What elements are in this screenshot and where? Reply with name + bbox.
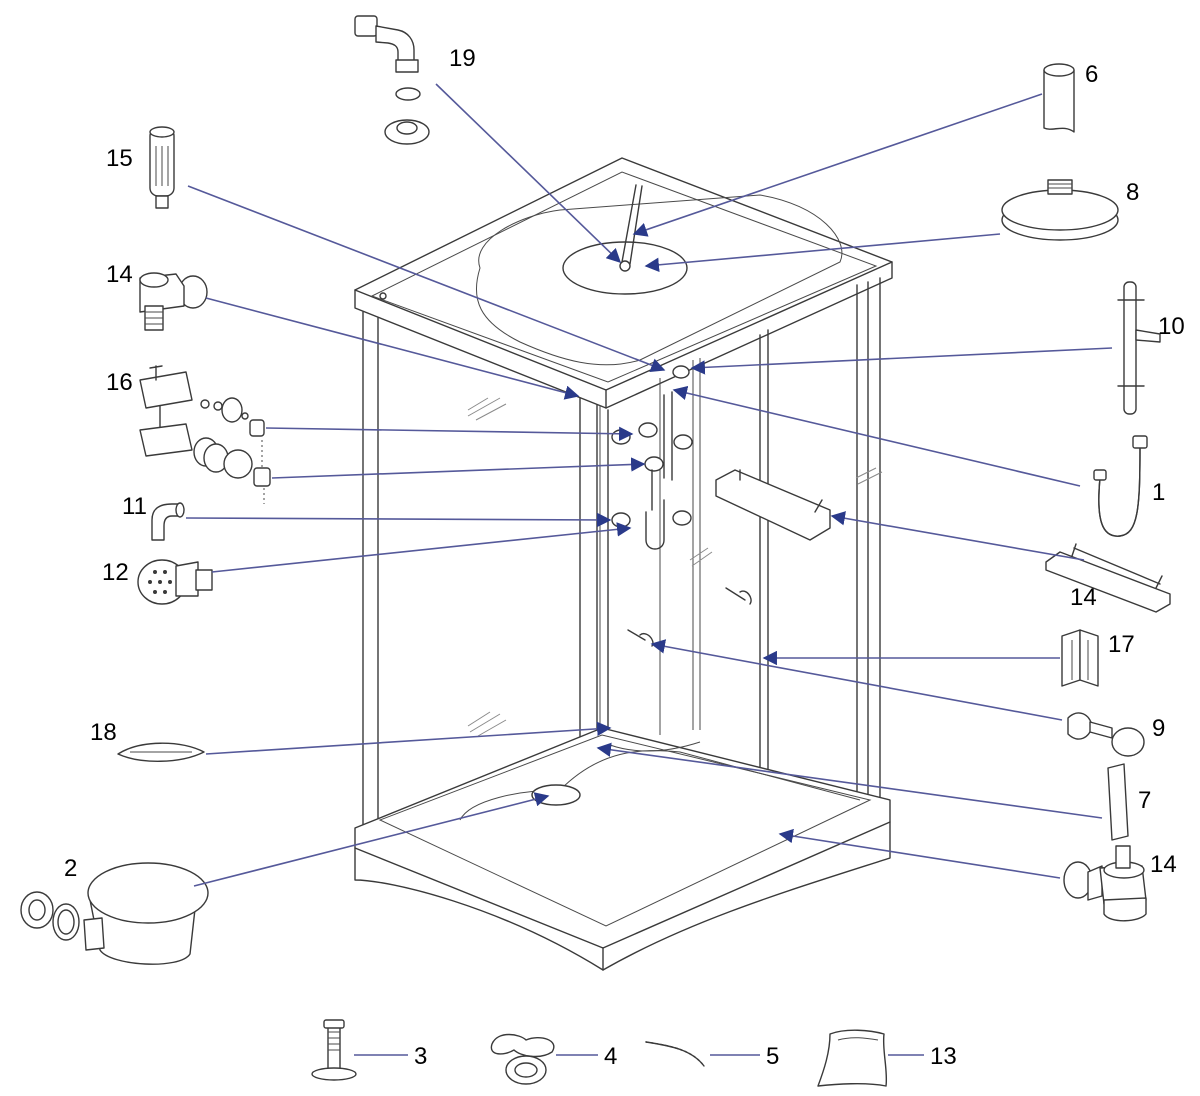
door-guide-channel-icon — [1061, 629, 1099, 687]
leader-20 — [435, 83, 622, 264]
part-2-floor-drain: 2 — [20, 855, 209, 965]
part-5-drain-hose: 5 — [645, 1041, 779, 1070]
part-14-base-valve-fitting: 14 — [1063, 845, 1177, 922]
part-17-label: 16 — [106, 369, 133, 396]
part-18-door-guide-channel: 17 — [1061, 629, 1135, 687]
part-2-label: 2 — [64, 855, 77, 882]
part-16-label: 15 — [106, 145, 133, 172]
fittings-bag-icon — [817, 1029, 888, 1087]
leader-2 — [193, 792, 550, 887]
part-6-shower-arm-pipe: 6 — [1043, 61, 1098, 133]
part-10-slide-bar: 10 — [1117, 281, 1185, 415]
part-10-label: 10 — [1158, 313, 1185, 340]
part-15-label: 14 — [1070, 584, 1097, 611]
part-15-glass-shelf: 14 — [1045, 543, 1171, 613]
leader-17a — [265, 426, 634, 441]
part-7-label: 7 — [1138, 787, 1151, 814]
part-18-label: 17 — [1108, 631, 1135, 658]
leader-19 — [205, 721, 612, 755]
top-valve-fitting-icon — [139, 272, 208, 331]
leader-1 — [672, 385, 1081, 487]
door-seal-strip-icon — [1107, 763, 1129, 841]
part-20-inlet-connector: 19 — [354, 15, 476, 145]
shower-cabin — [354, 157, 893, 971]
part-12-label: 12 — [102, 559, 129, 586]
glass-reflections — [467, 397, 883, 805]
hose-clamp-icon — [490, 1033, 555, 1085]
drain-hose-icon — [645, 1041, 705, 1067]
leader-11 — [185, 512, 612, 528]
part-13-fittings-bag: 13 — [817, 1029, 957, 1087]
part-16-hand-shower: 15 — [106, 126, 175, 209]
cabin-frame — [362, 277, 881, 931]
leader-8 — [644, 233, 1001, 273]
part-1-label: 1 — [1152, 479, 1165, 506]
leader-15 — [830, 511, 1085, 561]
leader-14-top — [205, 297, 580, 400]
part-11-elbow-outlet: 11 — [122, 493, 185, 541]
part-17-mixer-valve-assembly: 16 — [106, 365, 271, 504]
part-14-top-label: 14 — [106, 261, 133, 288]
part-14-base-label: 14 — [1150, 851, 1177, 878]
part-5-label: 5 — [766, 1043, 779, 1070]
door-knob-icon — [1067, 712, 1145, 757]
part-4-hose-clamp: 4 — [490, 1033, 617, 1085]
floor-drain-icon — [20, 862, 209, 965]
leader-6 — [632, 93, 1043, 237]
cabin-roof — [354, 157, 893, 409]
leader-7 — [596, 742, 1103, 819]
part-13-label: 13 — [930, 1043, 957, 1070]
part-14-top-valve-fitting: 14 — [106, 261, 208, 331]
inlet-connector-icon — [354, 15, 430, 145]
hand-shower-icon — [149, 126, 175, 209]
column-fixtures — [611, 365, 831, 647]
part-1-hose: 1 — [1093, 435, 1165, 537]
leader-10 — [690, 347, 1113, 375]
part-8-rain-shower-head: 8 — [1001, 179, 1139, 241]
elbow-outlet-icon — [151, 502, 185, 541]
leader-lines — [185, 83, 1113, 1056]
leader-17b — [271, 457, 646, 479]
slide-bar-icon — [1117, 281, 1161, 415]
part-9-door-knob: 9 — [1067, 712, 1165, 757]
mixer-valve-assembly-icon — [139, 365, 271, 504]
part-9-label: 9 — [1152, 715, 1165, 742]
leader-16 — [187, 185, 666, 373]
massage-jet-icon — [137, 559, 213, 605]
shower-tray — [354, 727, 891, 971]
base-valve-fitting-icon — [1063, 845, 1147, 922]
hose-icon — [1093, 435, 1148, 537]
part-7-door-seal-strip: 7 — [1107, 763, 1151, 841]
part-20-label: 19 — [449, 45, 476, 72]
part-19-drain-cover-plate: 18 — [90, 719, 205, 762]
drain-cover-plate-icon — [117, 742, 205, 762]
glass-shelf-icon — [1045, 543, 1171, 613]
leader-14-base — [778, 828, 1061, 879]
leader-12 — [211, 522, 632, 573]
rain-shower-head-icon — [1001, 179, 1119, 241]
part-8-label: 8 — [1126, 179, 1139, 206]
shower-arm-pipe-icon — [1043, 63, 1075, 133]
part-6-label: 6 — [1085, 61, 1098, 88]
part-12-massage-jet: 12 — [102, 559, 213, 605]
part-3-label: 3 — [414, 1043, 427, 1070]
adjustable-foot-icon — [311, 1019, 357, 1081]
leader-9 — [650, 639, 1063, 721]
part-19-label: 18 — [90, 719, 117, 746]
part-4-label: 4 — [604, 1043, 617, 1070]
part-11-label: 11 — [122, 493, 147, 520]
part-3-adjustable-foot: 3 — [311, 1019, 427, 1081]
